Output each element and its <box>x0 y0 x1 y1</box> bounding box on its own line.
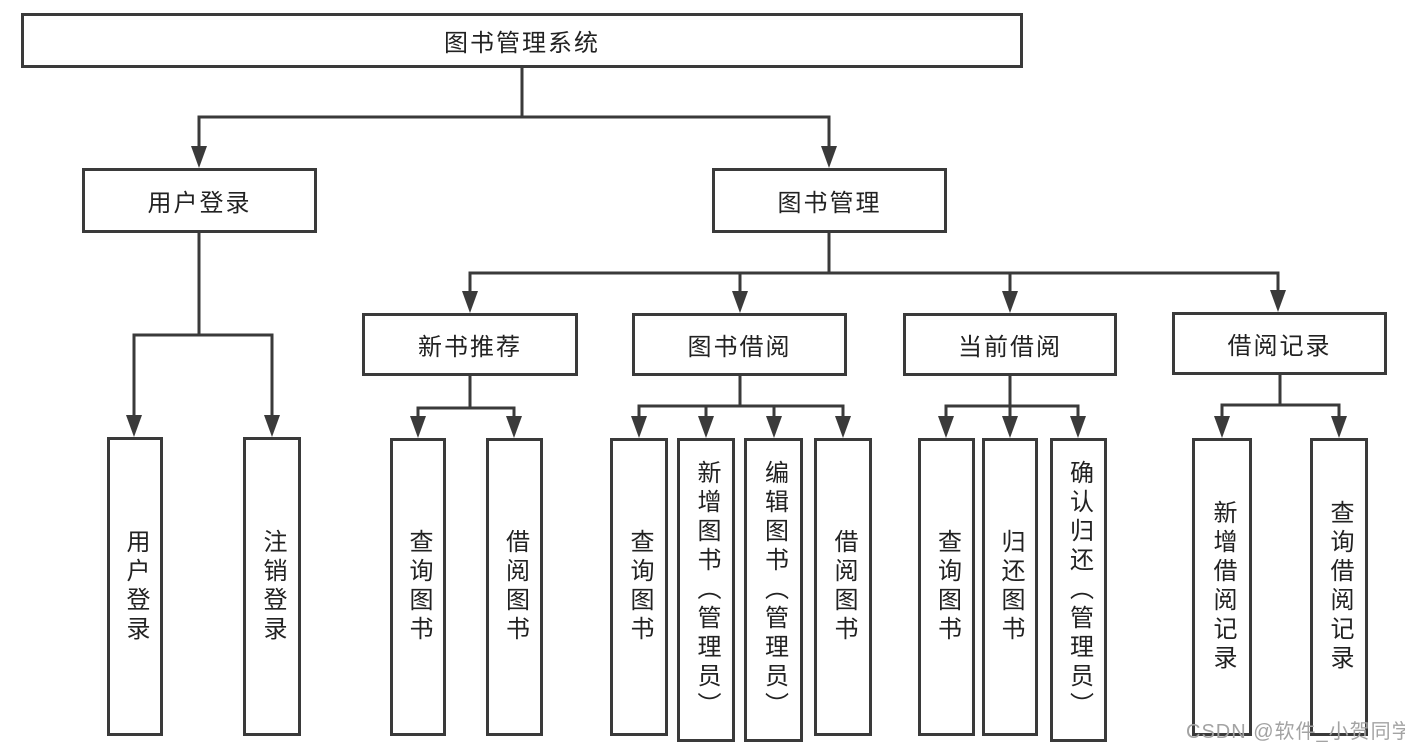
node-current-borrow: 当前借阅 <box>903 313 1117 376</box>
arrowhead-icon <box>1270 290 1286 312</box>
leaf-records-query-record: 查询借阅记录 <box>1310 438 1368 736</box>
node-label: 查询借阅记录 <box>1326 500 1353 674</box>
node-label: 确认归还（管理员） <box>1065 459 1093 721</box>
leaf-recommend-query-book: 查询图书 <box>390 438 446 736</box>
node-new-book-recommend: 新书推荐 <box>362 313 578 376</box>
node-book-borrow: 图书借阅 <box>632 313 847 376</box>
leaf-recommend-borrow-book: 借阅图书 <box>486 438 543 736</box>
connector-new-book-recommend-fork <box>410 376 522 438</box>
arrowhead-icon <box>698 416 714 438</box>
node-label: 用户登录 <box>147 190 252 217</box>
node-label: 注销登录 <box>259 528 286 645</box>
node-label: 借阅图书 <box>501 529 529 645</box>
node-label: 借阅图书 <box>830 529 857 645</box>
csdn-watermark: CSDN @软件_小贺同学 <box>1186 721 1405 743</box>
leaf-records-add-record: 新增借阅记录 <box>1192 438 1252 736</box>
leaf-user-login: 用户登录 <box>107 437 163 736</box>
arrowhead-icon <box>264 415 280 437</box>
node-label: 查询图书 <box>626 529 653 645</box>
arrowhead-icon <box>126 415 142 437</box>
arrowhead-icon <box>1070 416 1086 438</box>
connector-user-login-fork <box>126 232 280 437</box>
node-label: 查询图书 <box>933 529 961 645</box>
arrowhead-icon <box>506 416 522 438</box>
arrowhead-icon <box>732 291 748 313</box>
node-label: 归还图书 <box>997 529 1024 645</box>
arrowhead-icon <box>1002 291 1018 313</box>
node-label: 借阅记录 <box>1227 333 1332 360</box>
arrowhead-icon <box>821 146 837 168</box>
arrowhead-icon <box>938 416 954 438</box>
arrowhead-icon <box>766 416 782 438</box>
leaf-logout-login: 注销登录 <box>243 437 301 736</box>
arrowhead-icon <box>631 416 647 438</box>
connector-book-borrow-fork <box>631 376 851 438</box>
node-label: 新书推荐 <box>418 334 522 361</box>
leaf-borrow-add-book-admin: 新增图书（管理员） <box>677 438 735 742</box>
arrowhead-icon <box>410 416 426 438</box>
connector-book-management-fork <box>462 232 1286 313</box>
leaf-current-confirm-return-admin: 确认归还（管理员） <box>1050 438 1107 742</box>
leaf-borrow-borrow-book: 借阅图书 <box>814 438 872 736</box>
node-label: 新增图书（管理员） <box>693 459 720 721</box>
arrowhead-icon <box>835 416 851 438</box>
node-label: 图书管理系统 <box>444 30 600 57</box>
arrowhead-icon <box>191 146 207 168</box>
node-borrow-records: 借阅记录 <box>1172 312 1387 375</box>
node-label: 编辑图书（管理员） <box>760 459 788 721</box>
node-book-management: 图书管理 <box>712 168 947 233</box>
node-label: 查询图书 <box>405 529 432 645</box>
leaf-current-return-book: 归还图书 <box>982 438 1038 736</box>
node-label: 图书管理 <box>777 190 882 217</box>
arrowhead-icon <box>1331 416 1347 438</box>
leaf-current-query-book: 查询图书 <box>918 438 975 736</box>
node-label: 图书借阅 <box>687 334 792 361</box>
node-label: 当前借阅 <box>958 334 1062 361</box>
arrowhead-icon <box>462 291 478 313</box>
leaf-borrow-query-book: 查询图书 <box>610 438 668 736</box>
leaf-borrow-edit-book-admin: 编辑图书（管理员） <box>744 438 803 742</box>
node-user-login: 用户登录 <box>82 168 317 233</box>
node-label: 新增借阅记录 <box>1209 500 1236 674</box>
connector-root-fork <box>191 68 837 168</box>
connector-borrow-records-fork <box>1214 375 1347 438</box>
node-label: 用户登录 <box>122 528 149 645</box>
node-library-system: 图书管理系统 <box>21 13 1023 68</box>
connector-current-borrow-fork <box>938 376 1086 438</box>
arrowhead-icon <box>1002 416 1018 438</box>
arrowhead-icon <box>1214 416 1230 438</box>
